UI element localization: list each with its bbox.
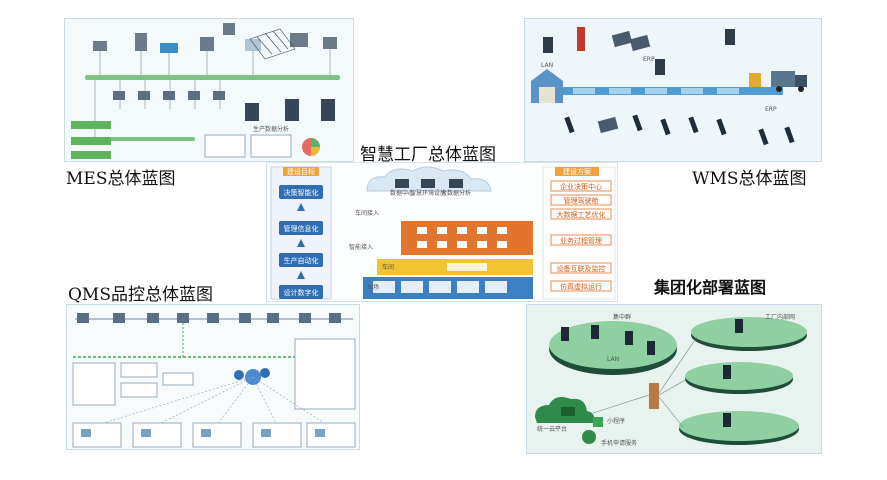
- svg-text:ERP: ERP: [643, 56, 655, 63]
- qms-diagram: [67, 305, 359, 449]
- right-header: 建设方案: [563, 167, 591, 176]
- layer-label-2: 智能接入: [349, 243, 373, 251]
- group-label-2: LAN: [607, 356, 619, 363]
- solution-item-1: 企业决策中心: [560, 182, 602, 191]
- left-header: 建设目标: [287, 167, 315, 176]
- mes-title: MES总体蓝图: [66, 169, 176, 189]
- center-title: 智慧工厂总体蓝图: [360, 145, 496, 165]
- group-label-6: 手机申请服务: [601, 439, 637, 447]
- cloud-item-3: 大数据分析: [441, 189, 471, 197]
- smart-factory-blueprint-panel: 建设目标 决策智能化 管理信息化 生产自动化 设计数字化 数据中心 智慧环境设施…: [266, 162, 618, 302]
- solution-item-6: 仿真虚拟运行: [560, 282, 602, 291]
- goal-step-3: 生产自动化: [284, 256, 319, 265]
- wms-title: WMS总体蓝图: [692, 169, 807, 189]
- cloud-item-2: 智慧环境设施: [410, 189, 446, 197]
- solution-item-4: 业务过程管理: [560, 236, 602, 245]
- group-deployment-diagram: 集中群 LAN 工厂内部网 小程序 统一云平台 手机申请服务: [527, 305, 821, 453]
- cloud-item-1: 数据中心: [390, 189, 414, 197]
- smart-factory-diagram: 建设目标 决策智能化 管理信息化 生产自动化 设计数字化 数据中心 智慧环境设施…: [267, 163, 617, 301]
- svg-text:ERP: ERP: [765, 106, 777, 113]
- goal-step-2: 管理信息化: [284, 224, 319, 233]
- layer-label-3: 车间: [382, 263, 394, 271]
- mes-blueprint-panel: 生产数据分析: [64, 18, 354, 162]
- group-label-4: 小程序: [607, 417, 625, 425]
- wms-blueprint-panel: LAN ERP ERP: [524, 18, 822, 162]
- group-title: 集团化部署蓝图: [654, 278, 767, 297]
- solution-item-5: 设备互联及监控: [557, 264, 606, 273]
- group-label-3: 工厂内部网: [765, 313, 795, 321]
- qms-title: QMS品控总体蓝图: [68, 285, 213, 305]
- svg-text:生产数据分析: 生产数据分析: [253, 125, 289, 133]
- group-deployment-panel: 集中群 LAN 工厂内部网 小程序 统一云平台 手机申请服务: [526, 304, 822, 454]
- solution-item-2: 管理驾驶舱: [564, 196, 599, 205]
- layer-label-1: 车间接入: [355, 209, 379, 217]
- layer-label-4: 现场: [367, 283, 379, 291]
- goal-step-1: 决策智能化: [284, 188, 319, 197]
- qms-blueprint-panel: [66, 304, 360, 450]
- solution-item-3: 大数据工艺优化: [557, 210, 606, 219]
- group-label-5: 统一云平台: [537, 425, 567, 433]
- wms-lan-label: LAN: [541, 62, 553, 69]
- goal-step-4: 设计数字化: [284, 288, 319, 297]
- mes-diagram: 生产数据分析: [65, 19, 353, 161]
- wms-diagram: LAN ERP ERP: [525, 19, 821, 161]
- group-label-1: 集中群: [613, 313, 631, 321]
